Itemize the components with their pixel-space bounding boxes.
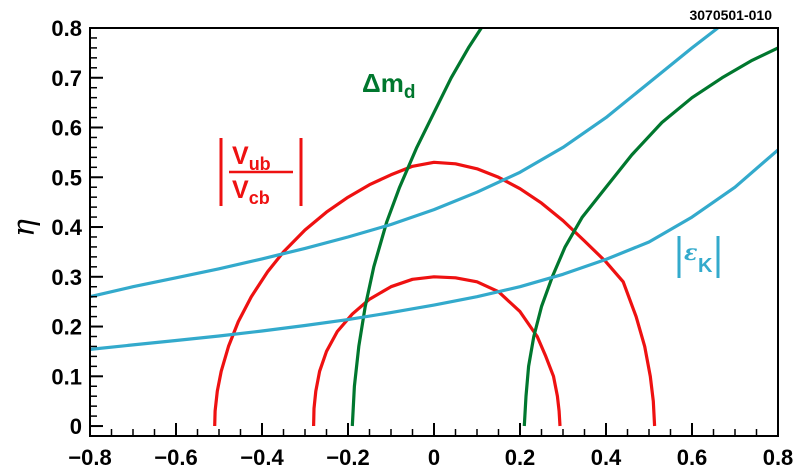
delta-symbol: Δ	[362, 68, 381, 98]
vub-vcb-label: Vub Vcb	[219, 138, 303, 208]
x-tick-label: −0.4	[240, 445, 284, 470]
y-tick-label: 0.8	[51, 16, 82, 41]
delta-md-label: Δmd	[362, 68, 415, 103]
x-tick-label: 0.6	[677, 445, 708, 470]
curve-4	[522, 46, 779, 427]
y-tick-label: 0.5	[51, 165, 82, 190]
delta-md-m: m	[381, 68, 404, 98]
x-tick-label: 0.4	[591, 445, 622, 470]
axes-layer: −0.8 −0.6 −0.4 −0.2 0 0.2 0.4 0.6 0.8 0 0.1 0.2 0.3 0…	[51, 16, 793, 470]
eps-k-label: ε K	[677, 236, 720, 278]
x-tick-label: −0.6	[154, 445, 197, 470]
curves-layer	[89, 26, 780, 427]
y-tick-label: 0.2	[51, 315, 82, 340]
y-tick-label: 0.7	[51, 66, 82, 91]
curve-2	[312, 275, 562, 427]
y-tick-label: 0	[70, 414, 82, 439]
curve-5	[89, 26, 719, 299]
eps-subscript: K	[698, 255, 713, 277]
vcb-denominator: Vcb	[232, 176, 270, 208]
x-tick-label: 0.8	[763, 445, 794, 470]
y-axis-label: η	[7, 219, 42, 237]
y-tick-label: 0.6	[51, 116, 82, 141]
plot-frame	[89, 27, 779, 437]
eps-symbol: ε	[684, 240, 697, 266]
x-tick-label: −0.2	[326, 445, 369, 470]
y-tick-label: 0.1	[51, 364, 82, 389]
y-tick-label: 0.4	[51, 215, 82, 240]
curve-1	[213, 160, 657, 427]
delta-md-subscript: d	[404, 82, 416, 103]
figure-id-label: 3070501-010	[689, 7, 772, 23]
y-tick-label: 0.3	[51, 265, 82, 290]
x-tick-label: −0.8	[68, 445, 111, 470]
curve-3	[350, 27, 483, 427]
x-tick-label: 0	[428, 445, 440, 470]
curve-6	[89, 148, 780, 351]
x-tick-label: 0.2	[505, 445, 536, 470]
vub-numerator: Vub	[232, 142, 271, 174]
